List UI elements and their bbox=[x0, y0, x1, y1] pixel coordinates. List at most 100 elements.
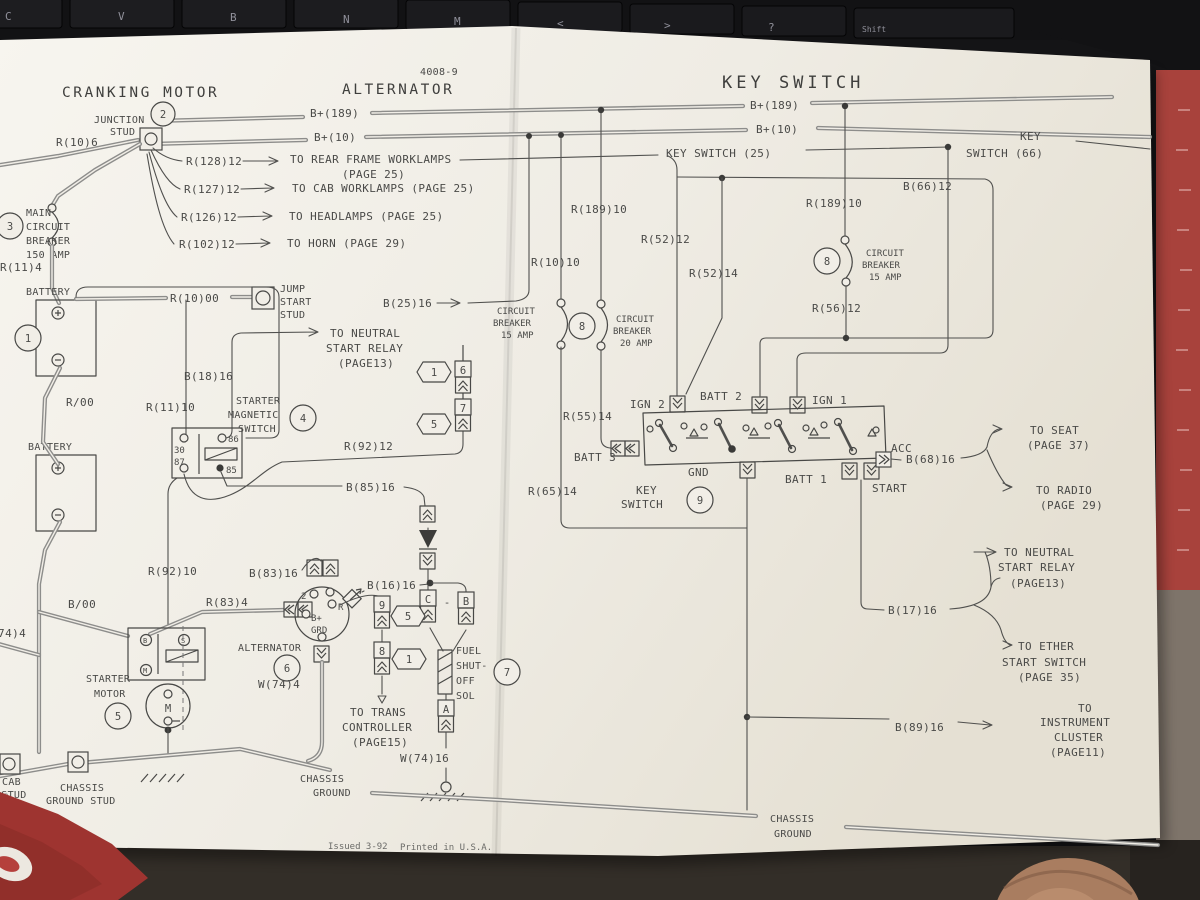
wire-label-r52-14: R(52)14 bbox=[689, 267, 738, 280]
cb20-2: BREAKER bbox=[613, 327, 652, 337]
wire-label-w74-4: W(74)4 bbox=[258, 678, 300, 691]
chassis-ground-c2: GROUND bbox=[313, 788, 351, 799]
chassis-stud-2: GROUND STUD bbox=[46, 796, 116, 807]
wire-label-r189-10-c: R(189)10 bbox=[571, 203, 627, 216]
wire-label-r10-10: R(10)10 bbox=[531, 256, 580, 269]
wire-label-w74-16: W(74)16 bbox=[400, 752, 449, 765]
starter-motor-1: STARTER bbox=[86, 674, 131, 685]
center-breakers: B(25)16 R(10)10 R(189)10 8 CIRCUIT BREAK… bbox=[383, 106, 748, 529]
wire-label-b74-4: B(74)4 bbox=[0, 627, 26, 640]
schematic: CRANKING MOTOR ALTERNATOR 4008-9 KEY SWI… bbox=[0, 67, 1161, 853]
footer-printed: Printed in U.S.A. bbox=[400, 843, 492, 853]
dest-headlamps: TO HEADLAMPS (PAGE 25) bbox=[289, 210, 444, 223]
ref-1: 1 bbox=[25, 333, 31, 345]
fuel-4: SOL bbox=[456, 691, 475, 702]
hex-1b: 1 bbox=[406, 654, 412, 666]
starter-term-b: B bbox=[143, 637, 147, 645]
cb15c-2: BREAKER bbox=[493, 319, 532, 329]
dest-neutral-right-2: START RELAY bbox=[998, 561, 1075, 574]
paper-crease bbox=[491, 27, 521, 857]
conn-8: 8 bbox=[379, 646, 385, 658]
label-key-switch-66-2: SWITCH (66) bbox=[966, 147, 1043, 160]
key-period: > bbox=[664, 19, 671, 32]
conn-6: 6 bbox=[460, 365, 466, 377]
dest-seat-1: TO SEAT bbox=[1030, 424, 1079, 437]
key-v: V bbox=[118, 10, 125, 23]
relay-t85: 85 bbox=[226, 466, 237, 476]
junction-stud-group: 2 JUNCTION STUD R(10)6 R(128)12 R(127)12… bbox=[0, 101, 474, 251]
fuel-2: SHUT- bbox=[456, 661, 488, 672]
hex-5b: 5 bbox=[405, 611, 411, 623]
main-breaker-2: CIRCUIT bbox=[26, 222, 70, 233]
relay-t86: 86 bbox=[228, 435, 239, 445]
wire-label-r128-12: R(128)12 bbox=[186, 155, 242, 168]
key-slash: ? bbox=[768, 21, 775, 34]
terminal-ign2: IGN 2 bbox=[630, 398, 665, 411]
cab-stud-1: CAB bbox=[2, 777, 21, 788]
bus-label-b10-right: B+(10) bbox=[756, 123, 798, 136]
dest-trans-2: CONTROLLER bbox=[342, 721, 412, 734]
starter-switch-2: MAGNETIC bbox=[228, 410, 279, 421]
key-m: M bbox=[454, 15, 461, 28]
key-switch-label-2: SWITCH bbox=[621, 498, 663, 511]
wire-label-r127-12: R(127)12 bbox=[184, 183, 240, 196]
battery-1: BATTERY 1 bbox=[14, 287, 97, 377]
title-cranking-motor: CRANKING MOTOR bbox=[62, 85, 219, 101]
connector-6-7 bbox=[416, 345, 472, 435]
terminal-ign1: IGN 1 bbox=[812, 394, 847, 407]
wire-label-r56-12: R(56)12 bbox=[812, 302, 861, 315]
alt-r: R bbox=[338, 603, 344, 613]
key-switch-feeders: R(52)12 R(52)14 R(189)10 8 CIRCUIT BREAK… bbox=[641, 102, 994, 397]
label-key-switch-25: KEY SWITCH (25) bbox=[666, 147, 771, 160]
wire-label-b18-16: B(18)16 bbox=[184, 370, 233, 383]
chassis-ground-c1: CHASSIS bbox=[300, 774, 344, 785]
relay-t30: 30 bbox=[174, 446, 185, 456]
keyboard-keys: C V B N M < > ? Shift bbox=[0, 0, 1015, 39]
gnd-output: B(89)16 TO INSTRUMENT CLUSTER (PAGE11) bbox=[743, 477, 1110, 811]
ref-8b: 8 bbox=[824, 256, 830, 268]
junction-stud-label-1: JUNCTION bbox=[94, 115, 145, 126]
terminal-batt2: BATT 2 bbox=[700, 390, 742, 403]
motor-m: M bbox=[165, 703, 171, 715]
dest-trans-1: TO TRANS bbox=[350, 706, 406, 719]
key-shift: Shift bbox=[862, 25, 886, 34]
chassis-ground-r2: GROUND bbox=[774, 829, 812, 840]
dest-ether-2: START SWITCH bbox=[1002, 656, 1086, 669]
key-switch-25-wire: KEY SWITCH (25) KEY SWITCH (66) bbox=[459, 130, 1151, 161]
fuel-1: FUEL bbox=[456, 646, 481, 657]
dest-cluster-3: CLUSTER bbox=[1054, 731, 1103, 744]
foreground bbox=[0, 792, 1139, 900]
dest-neutral-right-3: (PAGE13) bbox=[1010, 577, 1066, 590]
jump-start-stud-group: R(10)00 JUMP START STUD bbox=[73, 284, 311, 321]
wire-label-r11-4: R(11)4 bbox=[0, 261, 42, 274]
chassis-ground-r1: CHASSIS bbox=[770, 814, 814, 825]
ref-6: 6 bbox=[284, 663, 290, 675]
dest-horn: TO HORN (PAGE 29) bbox=[287, 237, 406, 250]
wire-label-r189-10-r: R(189)10 bbox=[806, 197, 862, 210]
trans-chain: 9 8 5 1 TO TRANS CONTROLLER (PAGE15) bbox=[339, 594, 427, 749]
bus-b-plus-10: B+(10) B+(10) bbox=[147, 123, 1153, 147]
dest-radio-2: (PAGE 29) bbox=[1040, 499, 1103, 512]
key-switch-block: IGN 2 BATT 2 IGN 1 BATT 3 GND BATT 1 ACC… bbox=[574, 390, 912, 514]
starter-term-m: M bbox=[143, 667, 147, 675]
key-switch-label-1: KEY bbox=[636, 484, 657, 497]
dest-neutral-left-2: START RELAY bbox=[326, 342, 403, 355]
bus-label-b189-left: B+(189) bbox=[310, 107, 359, 120]
chassis-stud-1: CHASSIS bbox=[60, 783, 104, 794]
cb15c-1: CIRCUIT bbox=[497, 307, 536, 317]
diode-fuel-group: W(74)16 C B - A FUEL SHUT- OFF SOL 7 bbox=[400, 505, 521, 802]
neutral-start-left: TO NEUTRAL START RELAY (PAGE13) B(18)16 bbox=[75, 286, 403, 439]
wire-label-r65-14: R(65)14 bbox=[528, 485, 577, 498]
cb20-1: CIRCUIT bbox=[616, 315, 655, 325]
alt-grd: GRD bbox=[311, 626, 327, 636]
starter-motor-group: B S M M STARTER MOTOR 5 bbox=[86, 626, 206, 754]
dark-corner bbox=[1030, 0, 1200, 82]
main-breaker-1: MAIN bbox=[26, 208, 51, 219]
starter-switch-3: SWITCH bbox=[238, 424, 276, 435]
jump-stud-1: JUMP bbox=[280, 284, 305, 295]
conn-7: 7 bbox=[460, 403, 466, 415]
key-switch-levers bbox=[658, 422, 854, 452]
wire-label-r102-12: R(102)12 bbox=[179, 238, 235, 251]
wire-label-b85-16: B(85)16 bbox=[346, 481, 395, 494]
